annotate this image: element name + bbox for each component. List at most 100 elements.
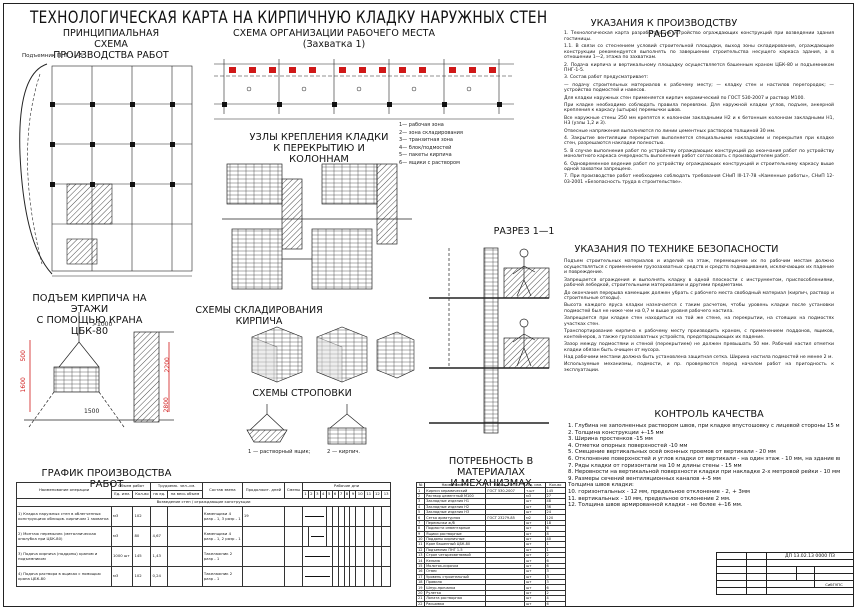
schedule-group: Возведение стен / ограждающие конструкци…: [16, 498, 391, 507]
safety-paragraph: Зазор между подмостями и стеной (перекры…: [564, 342, 834, 353]
materials-table: № Наименование Марка, ГОСТ Ед. изм. Кол-…: [415, 481, 567, 606]
sling-label-1: 1 — растворный ящик;: [248, 449, 311, 455]
schedule-cell: 1,43: [150, 546, 169, 567]
quality-item: Толщина швов кладки:: [568, 482, 634, 489]
legend-item: 2— зона складирования: [399, 129, 463, 136]
quality-title: КОНТРОЛЬ КАЧЕСТВА: [654, 409, 764, 420]
storage-drawing: [251, 326, 415, 383]
quality-item: 11. вертикальных - 10 мм, предельное отк…: [568, 495, 731, 502]
materials-row: 23Каски защитныешт8: [415, 605, 567, 606]
schedule-cell: Такелажник 2 разр - 1: [201, 546, 243, 567]
dim-1500: 1500: [84, 408, 100, 415]
schedule-header: Продолжит. дней: [241, 482, 286, 499]
schedule-header: Смены: [284, 482, 303, 499]
legend-item: 5— пакеты кирпича: [399, 152, 452, 159]
schedule-cell: Каменщики 4 разр - 1, 3 разр - 1: [201, 506, 243, 527]
quality-item: 12. Толщина швов армированной кладки - н…: [568, 502, 743, 509]
instruction-paragraph: 5. В случае выполнения работ по устройст…: [564, 148, 834, 160]
schedule-cell: [167, 566, 203, 587]
legend-item: 3— транзитная зона: [399, 137, 453, 144]
materials-cell: Каски защитные: [424, 605, 487, 606]
instructions-text: 1. Технологическая карта разработана на …: [564, 31, 834, 187]
quality-item: 8. Неровности на вертикальной поверхност…: [568, 469, 840, 476]
schedule-cell: м3: [110, 566, 134, 587]
day-cell: 12: [372, 490, 383, 499]
schedule-header: Трудоемк. чел.-см.: [150, 482, 203, 491]
instruction-paragraph: 4. Закрытие вентиляции перекрытия выполн…: [564, 135, 834, 147]
instruction-paragraph: Отвесные напряжения выполняются по линии…: [564, 128, 776, 134]
safety-text: Подъем строительных материалов и изделий…: [564, 259, 834, 375]
materials-cell: шт: [524, 605, 546, 606]
principal-scheme-drawing: [19, 63, 193, 277]
instruction-paragraph: 1.1. В связи со стеснением условий строи…: [564, 43, 834, 61]
instruction-paragraph: 2. Подача кирпича и вертикальному площад…: [564, 62, 834, 74]
schedule-cell: 4,67: [150, 526, 169, 547]
organization-scheme-title: СХЕМА ОРГАНИЗАЦИИ РАБОЧЕГО МЕСТА (Захват…: [233, 28, 435, 50]
safety-paragraph: Запрещается при кладке стен находиться н…: [564, 316, 834, 328]
materials-header: Ед. изм.: [524, 481, 546, 489]
safety-paragraph: Высота каждого яруса кладки назначается …: [564, 303, 834, 315]
schedule-cell: 3) Подача кирпича (поддоны) краном и под…: [16, 546, 112, 567]
schedule-cell: 102: [132, 506, 152, 527]
quality-item: 10. горизонтальных - 12 мм, предельное о…: [568, 488, 750, 495]
schedule-cell: м3: [110, 506, 134, 527]
schedule-subheader: на весь объем: [167, 490, 203, 499]
storage-title: СХЕМЫ СКЛАДИРОВАНИЯ КИРПИЧА: [195, 305, 323, 327]
instruction-paragraph: 1. Технологическая карта разработана на …: [564, 31, 834, 42]
schedule-cell: 0,24: [150, 566, 169, 587]
materials-cell: 6: [544, 600, 567, 606]
materials-cell: Расшивка: [424, 600, 487, 606]
title-block: ДП 13.02.13 0000 ПЗ СибГУПС: [716, 552, 853, 595]
schedule-subheader: Ед. изм.: [110, 490, 134, 499]
quality-item: 7. Ряды кладки от горизонтали на 10 м дл…: [568, 462, 742, 469]
safety-paragraph: Запрещается ограждения и выполнять кладк…: [564, 277, 834, 289]
safety-paragraph: Транспортирование кирпича к рабочему мес…: [564, 329, 834, 340]
materials-cell: [485, 605, 526, 606]
schedule-cell: 80: [132, 526, 152, 547]
lifting-drawing: [24, 312, 174, 428]
schedule-cell: 4) Подача раствора в ящиках с помощью кр…: [16, 566, 112, 587]
knots-drawing: [222, 163, 412, 290]
quality-item: 5. Смещение вертикальных осей оконных пр…: [568, 449, 776, 456]
instruction-paragraph: — подачу строительных материалов к рабоч…: [564, 82, 834, 94]
crane-label: Подъемник ПНГ 1—5: [22, 53, 83, 59]
schedule-cell: [241, 546, 286, 567]
instruction-paragraph: При кладке необходимо соблюдать правила …: [564, 102, 834, 114]
schedule-cell: м3: [110, 526, 134, 547]
instruction-paragraph: 7. При производстве работ необходимо соб…: [564, 174, 834, 186]
section-title: РАЗРЕЗ 1—1: [493, 226, 555, 237]
safety-paragraph: Используемые механизмы, подмости, и пр. …: [564, 362, 834, 373]
safety-paragraph: Над рабочими местами должна быть установ…: [564, 355, 833, 361]
dim-1000: >1000: [92, 321, 113, 328]
quality-list: 1. Глубина не заполненных раствором швов…: [568, 423, 840, 509]
knots-title: УЗЛЫ КРЕПЛЕНИЯ КЛАДКИ К ПЕРЕКРЫТИЮ И КОЛ…: [249, 132, 389, 165]
safety-paragraph: До окончания перерыва каменщик должен уб…: [564, 290, 834, 302]
quality-item: 1. Глубина не заполненных раствором швов…: [568, 423, 840, 429]
quality-item: 4. Отметки опорных поверхностей -10 мм: [568, 442, 688, 449]
organization-scheme-drawing: [214, 59, 514, 120]
safety-paragraph: Подъем строительных материалов и изделий…: [564, 259, 834, 276]
quality-item: 2. Толщина конструкции +-15 мм: [568, 429, 664, 436]
instruction-paragraph: 3. Состав работ предусматривает:: [564, 75, 649, 81]
schedule-cell: Каменщики 4 разр - 1, 2 разр - 1: [201, 526, 243, 547]
day-cell: 13: [381, 490, 391, 499]
legend-item: 1— рабочая зона: [399, 122, 444, 128]
slinging-drawing: [246, 404, 367, 445]
schedule-cell: 2) Монтаж перемычек (металлическая опалу…: [16, 526, 112, 547]
materials-cell: 8: [544, 605, 567, 606]
schedule-cell: [150, 506, 169, 527]
lifting-title: ПОДЪЕМ КИРПИЧА НА ЭТАЖИ С ПОМОЩЬЮ КРАНА …: [32, 293, 147, 337]
principal-scheme-title: ПРИНЦИПИАЛЬНАЯ СХЕМА ПРОИЗВОДСТВА РАБОТ: [53, 28, 169, 61]
instruction-paragraph: Для кладки наружных стен применяется кир…: [564, 95, 805, 101]
legend-item: 4— блок/подмостей: [399, 144, 452, 151]
stamp-code: ДП 13.02.13 0000 ПЗ: [766, 552, 853, 560]
materials-cell: 22: [415, 600, 426, 606]
schedule-subheader: на ед.: [150, 490, 169, 499]
quality-item: 9. Размеры сечений вентиляционных канало…: [568, 475, 721, 482]
main-title: ТЕХНОЛОГИЧЕСКАЯ КАРТА НА КИРПИЧНУЮ КЛАДК…: [30, 8, 548, 27]
day-cell: 10: [355, 490, 365, 499]
schedule-header: Рабочие дни: [301, 482, 392, 491]
sling-label-2: 2 — кирпич.: [327, 449, 361, 455]
schedule-header: Состав звена: [201, 482, 243, 499]
